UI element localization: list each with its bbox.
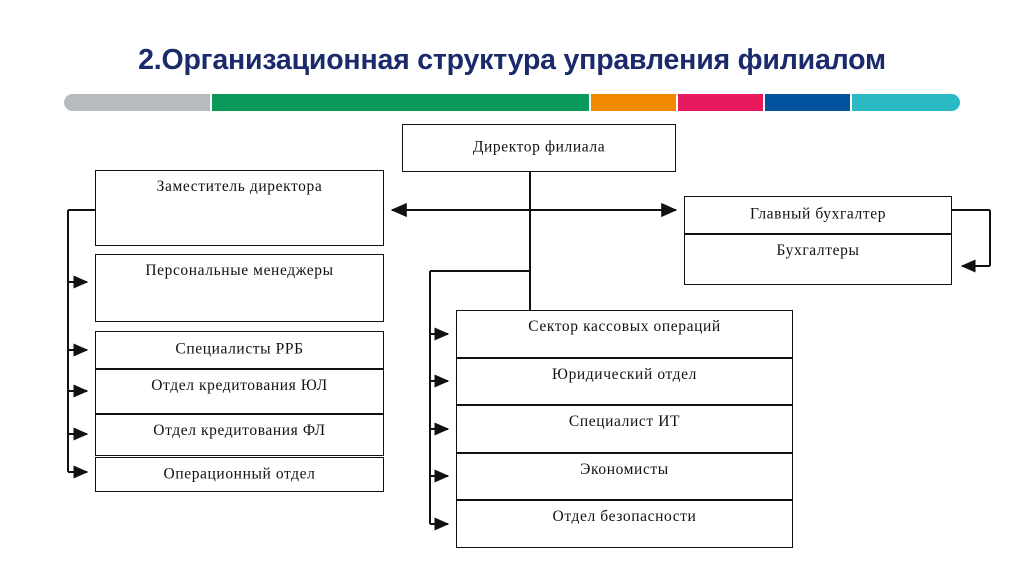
accent-segment-teal xyxy=(852,94,960,111)
node-rrb-specialists[interactable]: Специалисты РРБ xyxy=(95,331,384,369)
node-director[interactable]: Директор филиала xyxy=(402,124,676,172)
accent-segment-blue xyxy=(765,94,850,111)
node-credit-department-fl[interactable]: Отдел кредитования ФЛ xyxy=(95,414,384,456)
node-security-department-label: Отдел безопасности xyxy=(552,508,697,525)
accent-segment-orange xyxy=(591,94,676,111)
node-cash-operations-sector-label: Сектор кассовых операций xyxy=(528,318,721,335)
node-operations-department-label: Операционный отдел xyxy=(163,465,316,483)
node-legal-department[interactable]: Юридический отдел xyxy=(456,358,793,405)
node-accountants[interactable]: Бухгалтеры xyxy=(684,234,952,285)
node-economists-label: Экономисты xyxy=(580,461,669,478)
node-cash-operations-sector[interactable]: Сектор кассовых операций xyxy=(456,310,793,358)
node-it-specialist-label: Специалист ИТ xyxy=(568,413,681,430)
accent-segment-pink xyxy=(678,94,763,111)
node-operations-department[interactable]: Операционный отдел xyxy=(95,457,384,492)
node-deputy-director[interactable]: Заместитель директора xyxy=(95,170,384,246)
node-accountants-label: Бухгалтеры xyxy=(776,242,860,259)
node-personal-managers[interactable]: Персональные менеджеры xyxy=(95,254,384,322)
node-chief-accountant-label: Главный бухгалтер xyxy=(749,205,887,223)
node-economists[interactable]: Экономисты xyxy=(456,453,793,500)
node-chief-accountant[interactable]: Главный бухгалтер xyxy=(684,196,952,234)
accent-segment-grey xyxy=(64,94,210,111)
node-director-label: Директор филиала xyxy=(472,138,606,156)
page-title: 2.Организационная структура управления ф… xyxy=(138,44,886,76)
node-security-department[interactable]: Отдел безопасности xyxy=(456,500,793,548)
node-credit-department-ul-label: Отдел кредитования ЮЛ xyxy=(151,377,328,394)
node-credit-department-ul[interactable]: Отдел кредитования ЮЛ xyxy=(95,369,384,414)
node-credit-department-fl-label: Отдел кредитования ФЛ xyxy=(153,422,326,439)
node-legal-department-label: Юридический отдел xyxy=(552,366,697,383)
accent-bar xyxy=(64,94,960,111)
accent-segment-green xyxy=(212,94,589,111)
node-personal-managers-label: Персональные менеджеры xyxy=(145,262,334,279)
node-deputy-director-label: Заместитель директора xyxy=(156,178,323,195)
node-rrb-specialists-label: Специалисты РРБ xyxy=(175,340,304,358)
node-it-specialist[interactable]: Специалист ИТ xyxy=(456,405,793,453)
